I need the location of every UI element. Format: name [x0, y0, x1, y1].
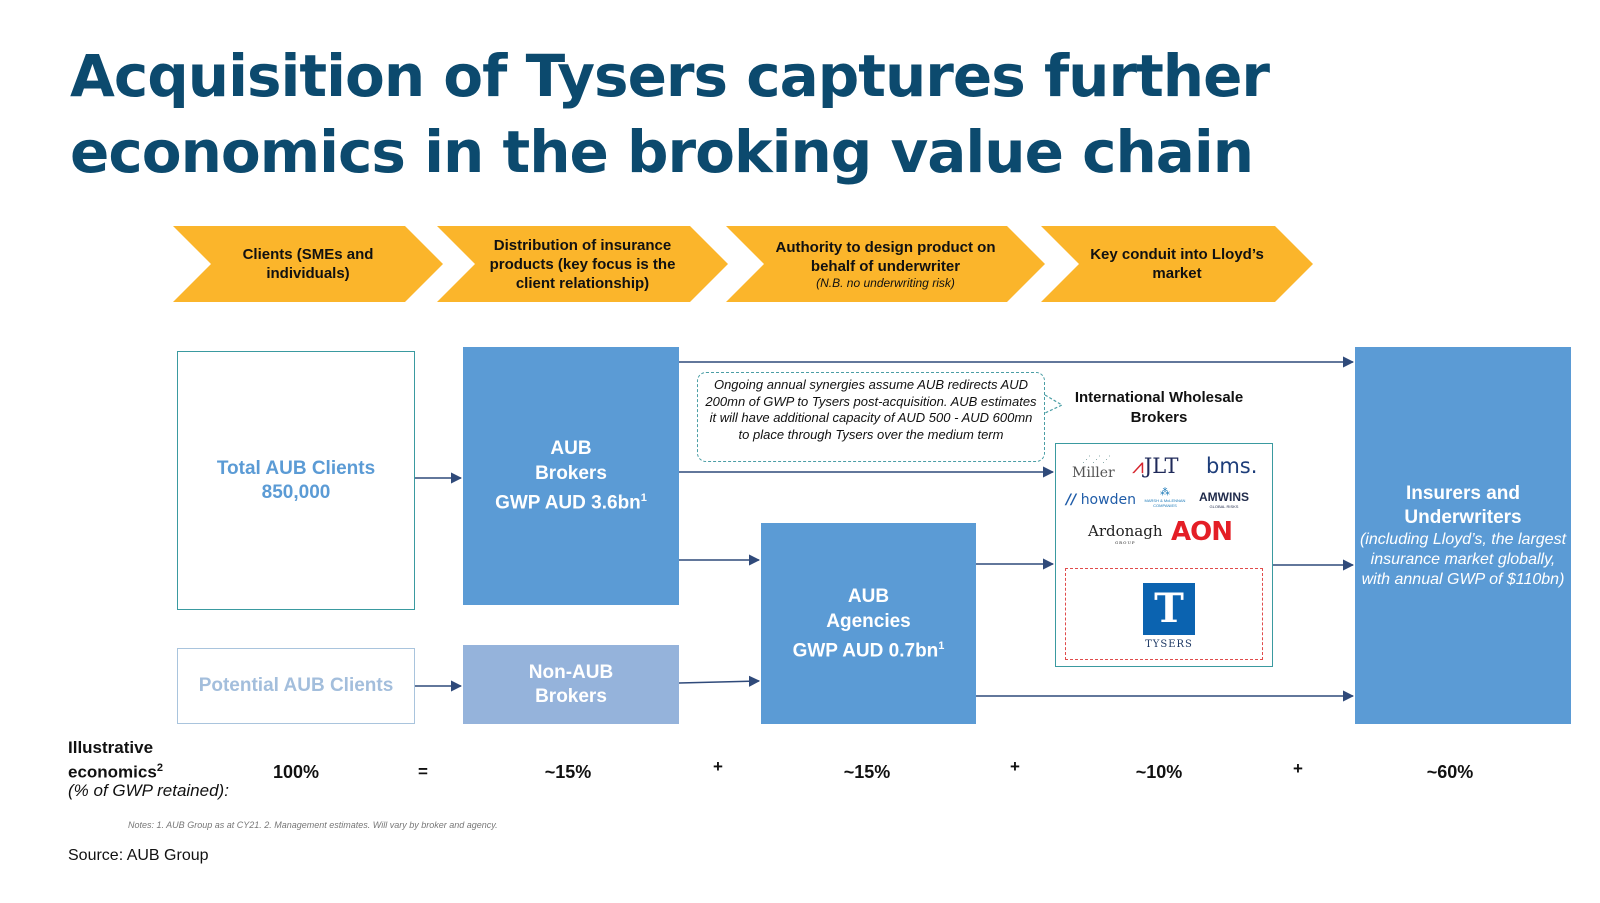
- amwins-logo: AMWINS GLOBAL RISKS: [1199, 490, 1249, 509]
- economics-label-text: economics: [68, 762, 157, 782]
- chevron-text: Distribution of insurance products (key …: [489, 236, 676, 292]
- chevron-lloyds: Key conduit into Lloyd’s market: [1041, 226, 1313, 302]
- miller-logo: ⋰⋰⋰ Miller: [1072, 455, 1115, 482]
- ardonagh-sub: GROUP: [1114, 540, 1136, 545]
- aub-brokers-gwp: GWP AUD 3.6bn1: [495, 486, 647, 515]
- economics-label-line2: economics2: [68, 758, 163, 783]
- jlt-logo: ⩘JLT: [1132, 454, 1179, 479]
- tysers-logo-text: TYSERS: [1145, 639, 1193, 650]
- ardonagh-logo: Ardonagh GROUP: [1088, 522, 1163, 545]
- operator-plus: +: [713, 757, 723, 776]
- economics-label-line1: Illustrative: [68, 738, 154, 757]
- amwins-sub: GLOBAL RISKS: [1209, 504, 1239, 509]
- potential-clients-label: Potential AUB Clients: [198, 675, 394, 696]
- wholesale-brokers-title: International Wholesale Brokers: [1074, 389, 1244, 426]
- pct-brokers: ~15%: [544, 762, 592, 782]
- non-aub-line2: Brokers: [535, 685, 607, 707]
- chevron-distribution: Distribution of insurance products (key …: [437, 226, 728, 302]
- marsh-logo: ⁂ MARSH & McLENNAN COMPANIES: [1138, 487, 1192, 509]
- jlt-text: JLT: [1143, 454, 1179, 478]
- aub-brokers-line1: AUB: [550, 438, 592, 460]
- non-aub-brokers-box: Non-AUB Brokers: [463, 645, 679, 724]
- miller-mark: ⋰⋰⋰: [1082, 455, 1112, 465]
- aub-agencies-box: AUB Agencies GWP AUD 0.7bn1: [761, 523, 976, 724]
- miller-text: Miller: [1072, 465, 1115, 481]
- amwins-text: AMWINS: [1199, 490, 1249, 504]
- chevron-text: Clients (SMEs and individuals): [242, 246, 374, 282]
- insurers-line2: Underwriters: [1404, 506, 1522, 528]
- synergies-callout: Ongoing annual synergies assume AUB redi…: [697, 372, 1045, 462]
- aon-text: AON: [1171, 517, 1233, 547]
- bms-text: bms.: [1206, 454, 1258, 478]
- chevron-text: Authority to design product on behalf of…: [775, 238, 996, 275]
- chevron-text: Key conduit into Lloyd’s market: [1090, 246, 1264, 282]
- pct-insurers: ~60%: [1426, 762, 1474, 782]
- ardonagh-text: Ardonagh: [1088, 522, 1163, 540]
- tysers-box: T TYSERS: [1065, 568, 1263, 660]
- pct-clients: 100%: [272, 762, 320, 782]
- marsh-text: MARSH & McLENNAN COMPANIES: [1144, 498, 1186, 508]
- non-aub-line1: Non-AUB: [528, 661, 614, 683]
- economics-sublabel: (% of GWP retained):: [68, 781, 229, 800]
- footnote-ref: 1: [640, 492, 647, 505]
- jlt-mark: ⩘: [1132, 454, 1144, 478]
- insurers-detail: (including Lloyd’s, the largest insuranc…: [1359, 530, 1567, 588]
- source-line: Source: AUB Group: [68, 847, 209, 864]
- total-clients-label: Total AUB Clients: [216, 457, 376, 479]
- potential-clients-box: Potential AUB Clients: [177, 648, 415, 724]
- footnote-ref: 1: [938, 639, 945, 652]
- chevron-note: (N.B. no underwriting risk): [816, 275, 955, 290]
- howden-logo: // howden: [1066, 492, 1136, 508]
- marsh-mark: ⁂: [1160, 487, 1170, 498]
- page-title: Acquisition of Tysers captures further e…: [70, 42, 1270, 186]
- aub-brokers-gwp-text: GWP AUD 3.6bn: [495, 492, 641, 514]
- operator-equals: =: [418, 762, 428, 781]
- aub-agencies-line2: Agencies: [826, 610, 911, 632]
- aub-agencies-line1: AUB: [847, 585, 890, 607]
- aub-agencies-gwp-text: GWP AUD 0.7bn: [792, 640, 939, 662]
- insurers-box: Insurers and Underwriters (including Llo…: [1355, 347, 1571, 724]
- howden-mark: //: [1066, 492, 1077, 508]
- bms-logo: bms.: [1206, 454, 1257, 478]
- economics-label: Illustrative economics2: [68, 737, 163, 783]
- arrow-nonaub-to-agencies: [678, 675, 761, 687]
- total-clients-box: Total AUB Clients 850,000: [177, 351, 415, 610]
- pct-agencies: ~15%: [843, 762, 891, 782]
- insurers-line1: Insurers and: [1405, 482, 1521, 504]
- aub-brokers-line2: Brokers: [535, 463, 607, 485]
- operator-plus: +: [1010, 757, 1020, 776]
- aub-agencies-gwp: GWP AUD 0.7bn1: [793, 634, 945, 663]
- aon-logo: AON: [1171, 517, 1233, 547]
- pct-wholesale: ~10%: [1135, 762, 1183, 782]
- howden-text: howden: [1080, 492, 1136, 508]
- footnote-ref: 2: [156, 762, 163, 774]
- chevron-authority: Authority to design product on behalf of…: [726, 226, 1045, 302]
- tysers-mark-icon: T: [1143, 583, 1195, 635]
- chevron-clients: Clients (SMEs and individuals): [173, 226, 443, 302]
- tysers-mark-text: T: [1154, 585, 1184, 632]
- aub-brokers-box: AUB Brokers GWP AUD 3.6bn1: [463, 347, 679, 605]
- total-clients-count: 850,000: [261, 481, 331, 503]
- footnotes: Notes: 1. AUB Group as at CY21. 2. Manag…: [128, 820, 498, 830]
- operator-plus: +: [1293, 759, 1303, 778]
